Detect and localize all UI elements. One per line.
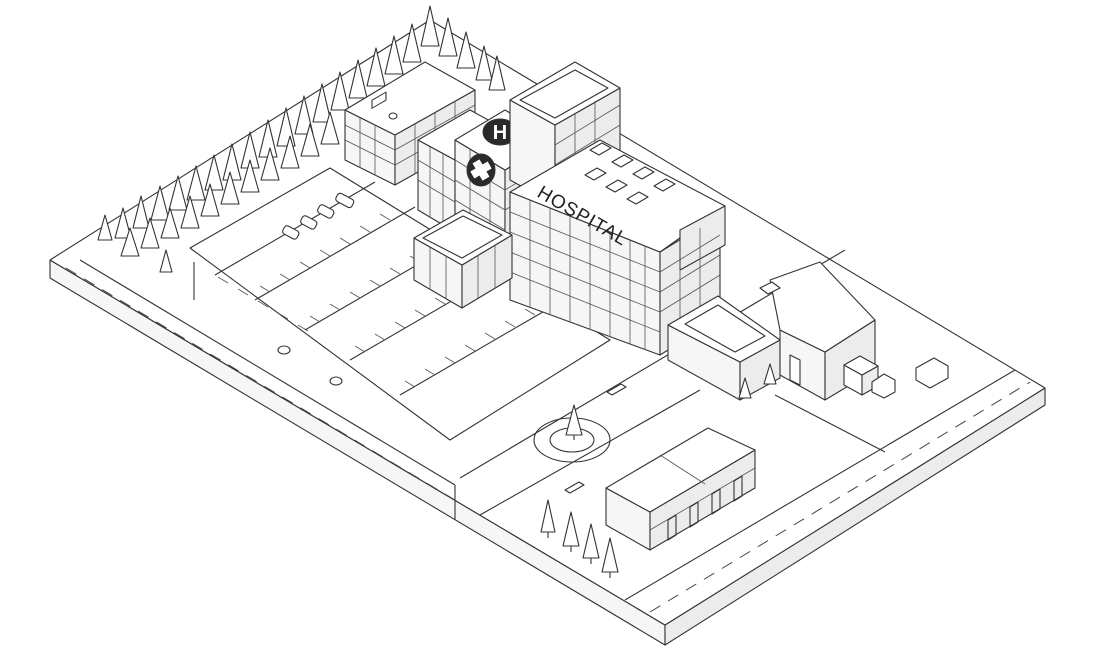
south-office-building: [605, 427, 756, 551]
parked-cars: [282, 192, 355, 240]
east-annex: [667, 261, 876, 401]
small-cube-building: [413, 209, 513, 309]
bench: [564, 481, 585, 494]
parking-lot: [189, 167, 611, 441]
road-right: [624, 369, 1031, 613]
roundabout-tree: [565, 404, 583, 440]
skylights: [584, 142, 676, 205]
trucks: [843, 355, 949, 399]
parking-stalls-row-2: [254, 206, 416, 301]
rear-building: [509, 61, 621, 206]
helipad-label: H: [493, 122, 507, 144]
trees-lower: [540, 499, 619, 578]
parking-stalls-row-5: [399, 301, 561, 396]
bench: [606, 383, 627, 396]
roundabout: [533, 383, 627, 494]
helipad-icon: H: [482, 118, 518, 146]
shrubs: [277, 345, 343, 386]
medical-cross-icon: [466, 153, 496, 187]
road-left: [65, 259, 456, 520]
forest: [97, 5, 506, 273]
